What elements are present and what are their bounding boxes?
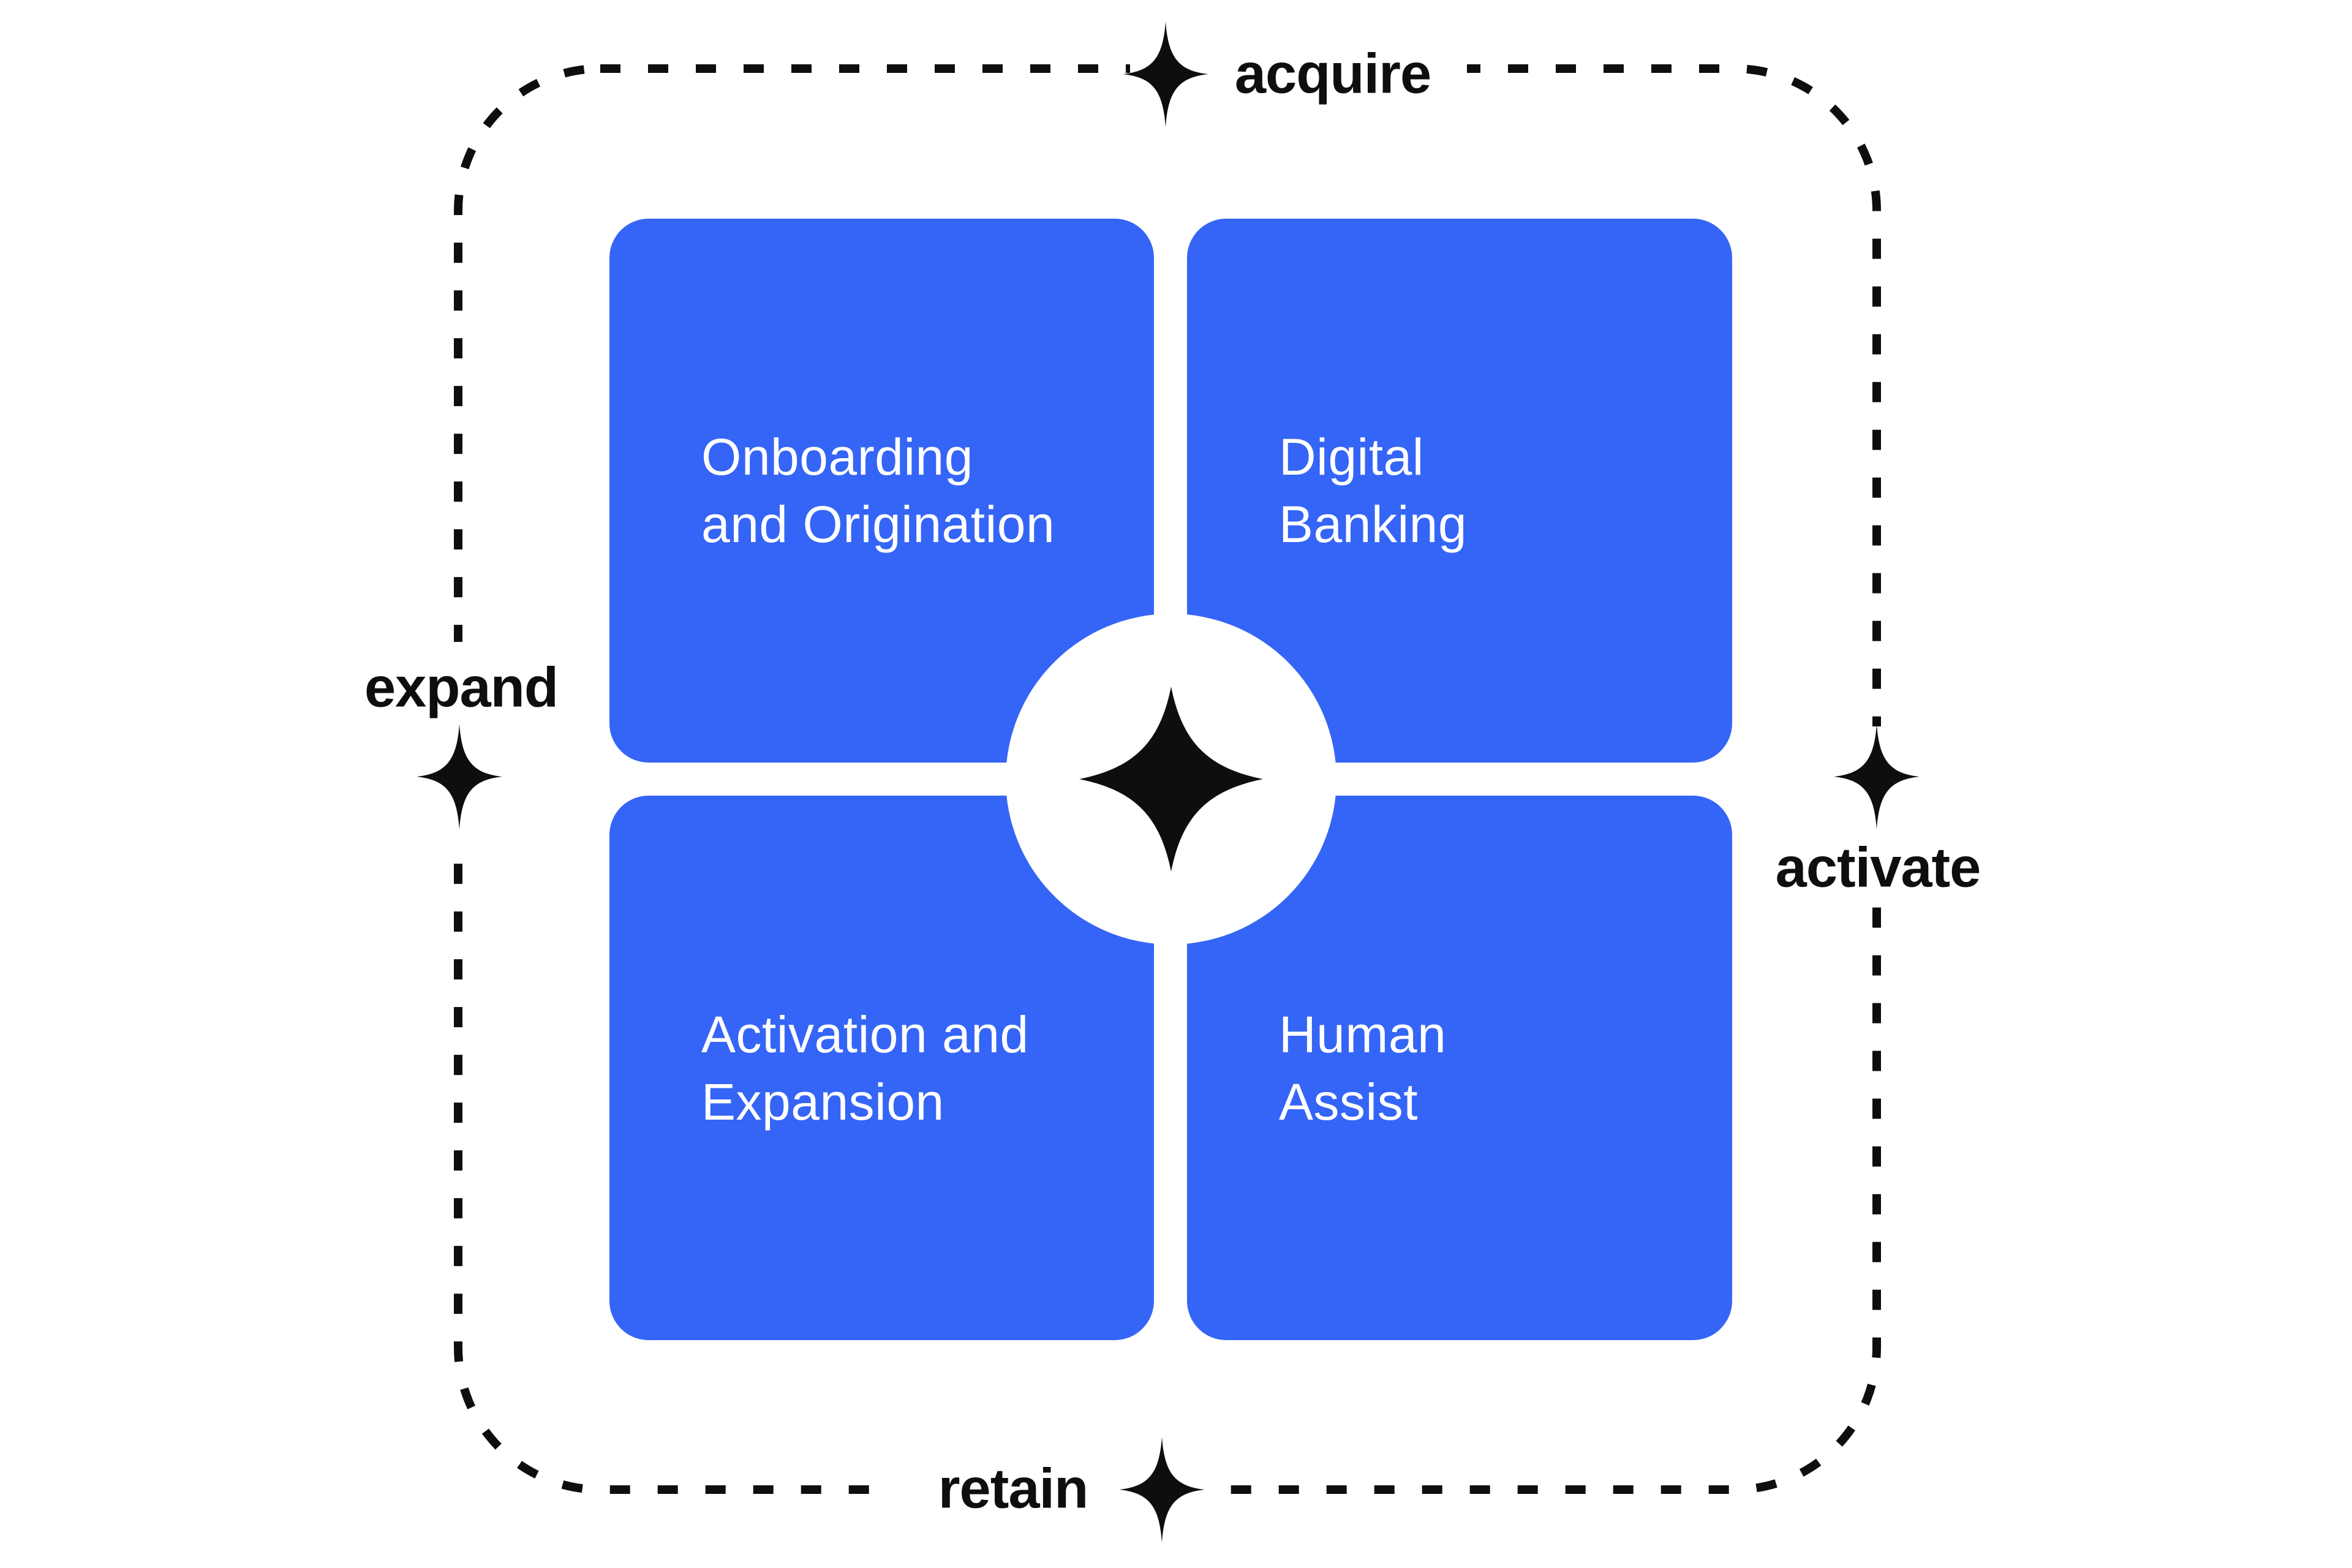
card-text-line: Activation and [701, 1005, 1029, 1063]
cycle-label-activate: activate [1766, 832, 1989, 904]
sparkle-icon-acquire [1123, 21, 1208, 127]
cycle-label-retain: retain [929, 1453, 1097, 1525]
card-digital-banking: Digital Banking [1187, 219, 1732, 763]
card-text-line: Onboarding [701, 428, 973, 486]
cycle-label-acquire: acquire [1226, 38, 1440, 110]
card-text-line: and Origination [701, 496, 1055, 553]
sparkle-icon-expand [417, 724, 502, 829]
card-text-line: Banking [1279, 496, 1468, 553]
sparkle-icon-retain [1119, 1437, 1205, 1542]
card-activation-and-expansion: Activation and Expansion [609, 796, 1154, 1340]
card-text-line: Digital [1279, 428, 1424, 486]
card-onboarding-and-origination: Onboarding and Origination [609, 219, 1154, 763]
card-text-line: Assist [1279, 1072, 1419, 1131]
card-text-line: Human [1279, 1005, 1447, 1063]
card-text-line: Expansion [701, 1072, 944, 1131]
sparkle-icon-activate [1834, 724, 1920, 829]
cycle-label-expand: expand [355, 652, 567, 724]
card-human-assist: Human Assist [1187, 796, 1732, 1340]
